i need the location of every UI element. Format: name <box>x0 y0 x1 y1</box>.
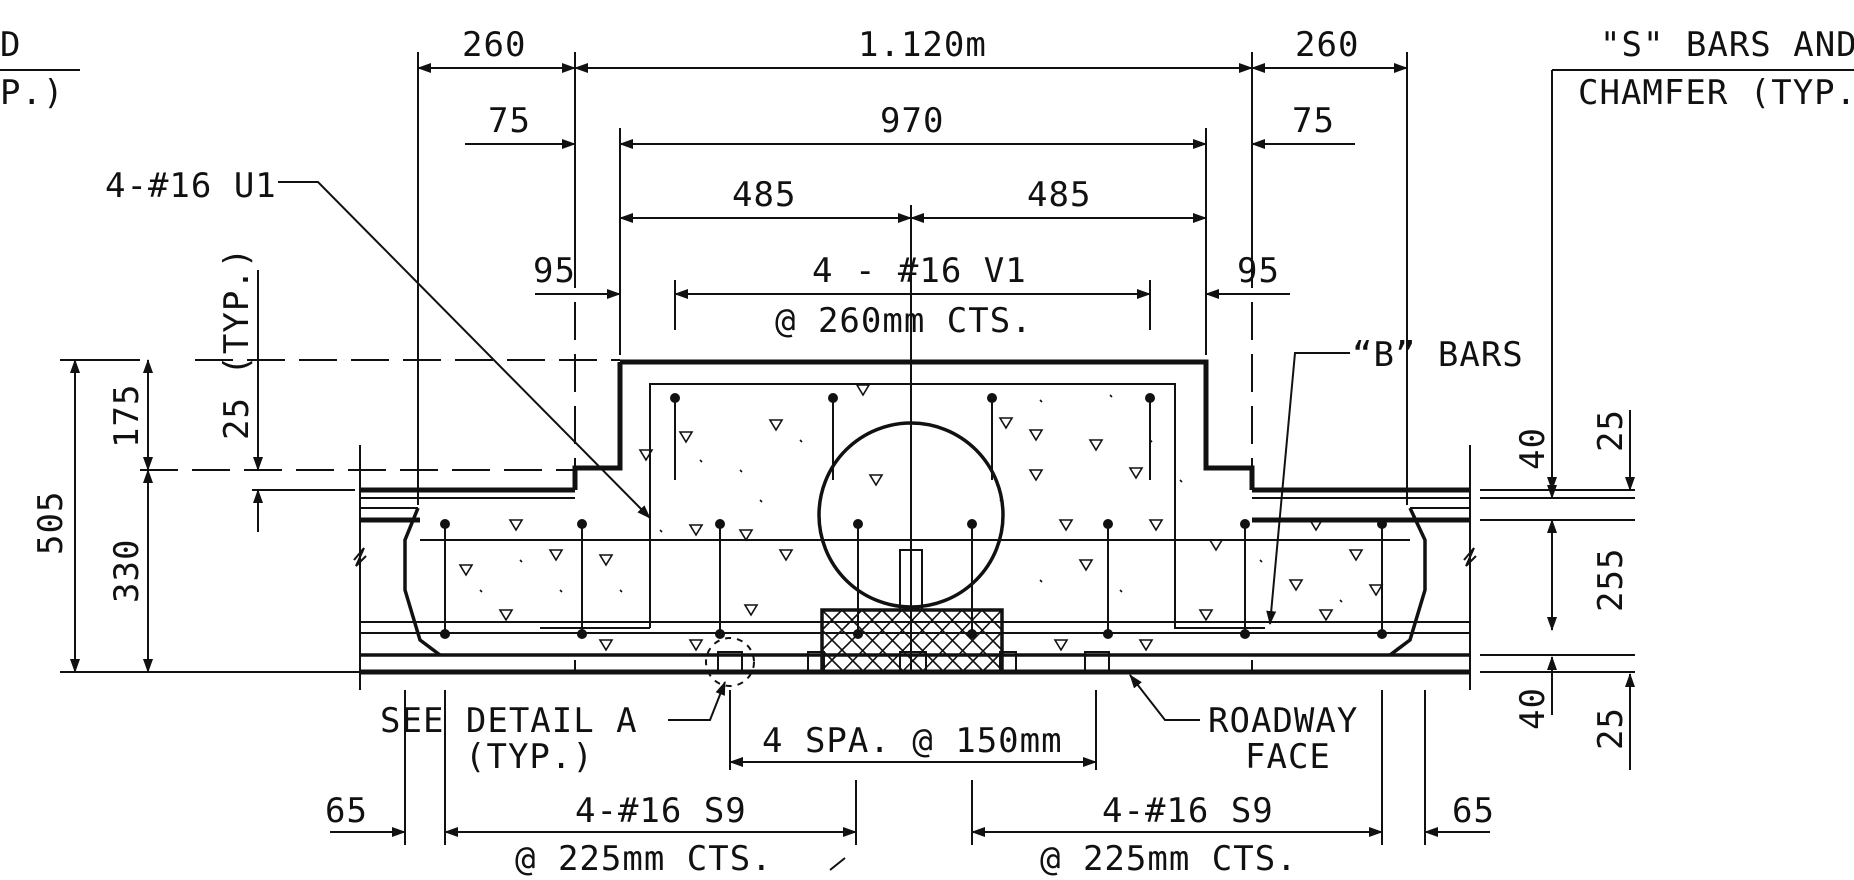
top-left-fragment-1: D <box>0 25 21 65</box>
spacing-label: 4 SPA. @ 150mm <box>762 721 1063 761</box>
top-left-fragment-2: P.) <box>0 73 64 113</box>
dim-65-right: 65 <box>1452 791 1495 831</box>
dim-175: 175 <box>107 384 147 448</box>
s9-right-line2: @ 225mm CTS. <box>1040 839 1298 879</box>
dim-485-right: 485 <box>1027 175 1091 215</box>
dim-485-left: 485 <box>732 175 796 215</box>
roadway-face-line1: ROADWAY <box>1208 701 1358 741</box>
callout-text: D P.) 4-#16 U1 4 - #16 V1 @ 260mm CTS. “… <box>0 25 1854 879</box>
dim-40-bottom: 40 <box>1513 687 1553 730</box>
roadway-face-line2: FACE <box>1245 737 1331 777</box>
dim-260-right: 260 <box>1295 25 1359 65</box>
dim-25-top: 25 <box>1591 409 1631 452</box>
s9-right-line1: 4-#16 S9 <box>1102 791 1274 831</box>
dim-505: 505 <box>31 491 71 555</box>
inner-reinforcement-lines <box>540 332 1265 687</box>
dim-40-top: 40 <box>1513 427 1553 470</box>
dim-75-left: 75 <box>488 101 531 141</box>
u1-bars-label: 4-#16 U1 <box>105 166 277 206</box>
s-bars-label-line1: "S" BARS AND <box>1600 25 1854 65</box>
s9-left-line1: 4-#16 S9 <box>575 791 747 831</box>
dim-25-bottom: 25 <box>1591 707 1631 750</box>
dim-65-left: 65 <box>325 791 368 831</box>
see-detail-label-line2: (TYP.) <box>465 737 594 777</box>
v1-bars-label-line1: 4 - #16 V1 <box>812 251 1027 291</box>
concrete-section-outline <box>353 359 1477 690</box>
b-bars-label: “B” BARS <box>1352 335 1524 375</box>
concrete-aggregate-hatch <box>458 384 1384 652</box>
dim-95-right: 95 <box>1237 251 1280 291</box>
dim-255: 255 <box>1591 548 1631 612</box>
dim-1120: 1.120m <box>858 25 987 65</box>
s-bars-label-line2: CHAMFER (TYP. <box>1578 73 1854 113</box>
s9-left-line2: @ 225mm CTS. <box>515 839 773 879</box>
dim-260-left: 260 <box>462 25 526 65</box>
dimension-lines <box>0 52 1854 845</box>
rebar-dots <box>440 393 1387 639</box>
dim-970: 970 <box>880 101 944 141</box>
dim-330: 330 <box>107 539 147 603</box>
see-detail-label-line1: SEE DETAIL A <box>380 701 638 741</box>
leader-lines <box>278 181 1350 871</box>
v1-bars <box>670 393 1155 480</box>
dim-25-typ: 25 (TYP.) <box>217 247 257 440</box>
dim-75-right: 75 <box>1292 101 1335 141</box>
s9-bars <box>440 519 1387 639</box>
dimension-text: 260 1.120m 260 75 970 75 485 485 95 95 5… <box>31 25 1631 831</box>
dim-95-left: 95 <box>533 251 576 291</box>
v1-bars-label-line2: @ 260mm CTS. <box>775 301 1033 341</box>
